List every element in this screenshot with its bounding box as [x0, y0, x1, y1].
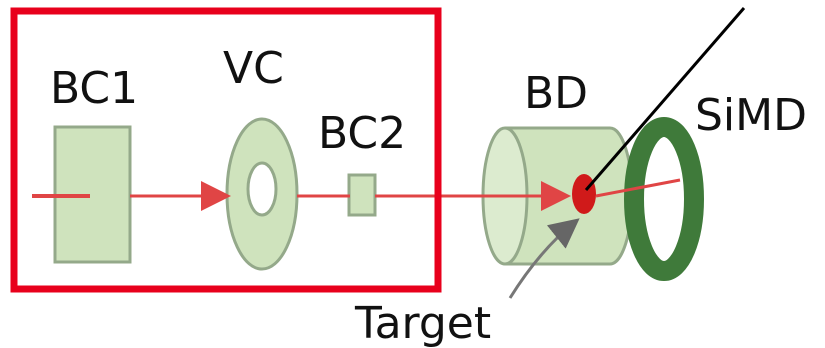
target-dot — [572, 174, 596, 214]
bd-label: BD — [524, 68, 588, 119]
simd-detector — [624, 117, 704, 281]
bc1-label: BC1 — [50, 63, 138, 114]
bc2-label: BC2 — [318, 108, 406, 159]
target-label: Target — [354, 298, 491, 348]
vc-label: VC — [223, 43, 284, 94]
target-arrow — [508, 218, 580, 299]
leader-line — [584, 7, 746, 191]
highlight-box — [10, 7, 442, 293]
vc-hole — [246, 161, 278, 217]
bc2-detector — [347, 173, 377, 217]
simd-label: SiMD — [695, 90, 807, 141]
beam-line — [32, 178, 681, 211]
